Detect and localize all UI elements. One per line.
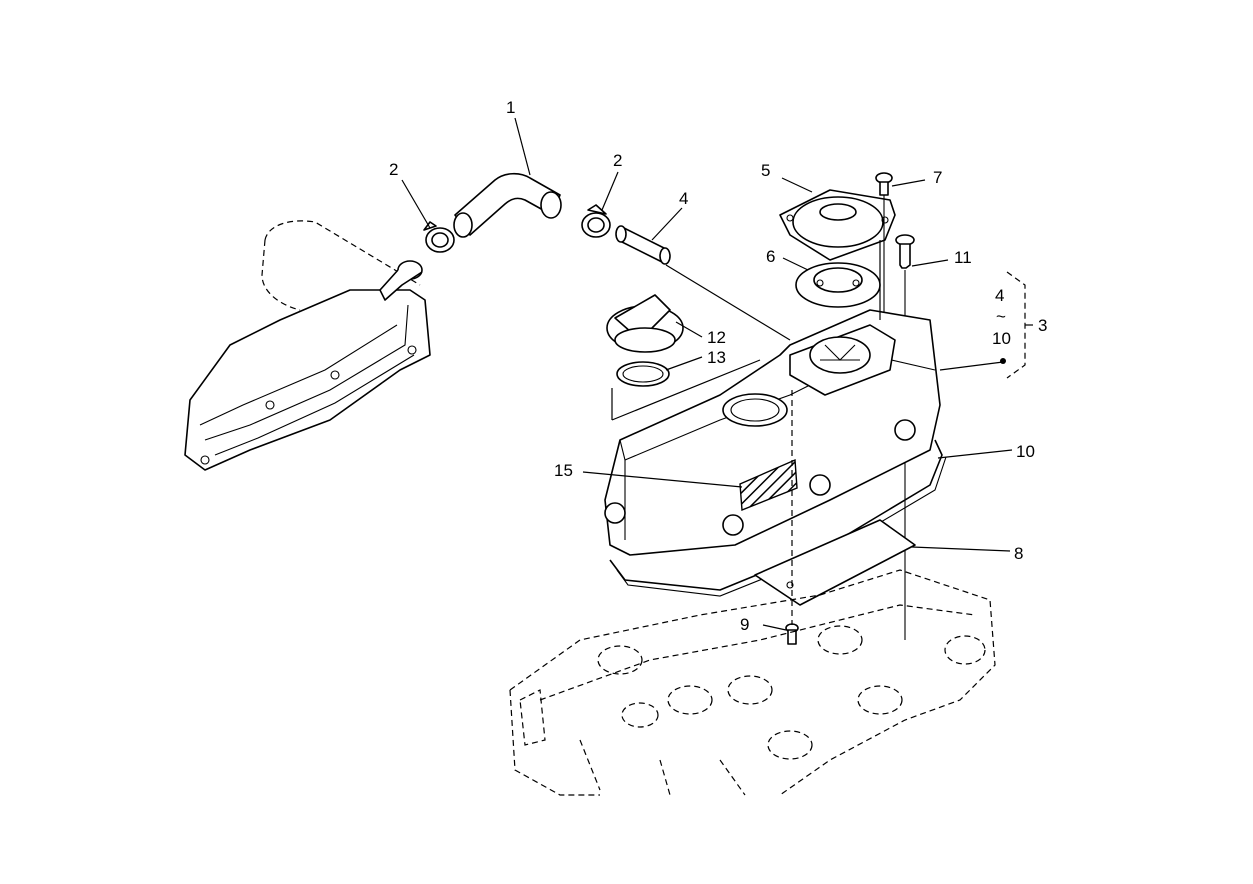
callout-1: 1 [506, 98, 515, 117]
callout-13: 13 [707, 348, 726, 367]
oil-filler-cap [606, 294, 684, 353]
screw-7 [875, 172, 893, 320]
range-tilde-label: ~ [996, 307, 1006, 326]
o-ring [616, 361, 670, 387]
cylinder-head [509, 569, 996, 796]
callout-5: 5 [761, 161, 770, 180]
breather-pipe [615, 225, 671, 265]
bullet-dot [1000, 358, 1006, 364]
breather-diaphragm [795, 262, 881, 308]
hose-clamp-right [581, 204, 611, 238]
leader-lines [401, 117, 1013, 631]
cylinder-head-cover [604, 309, 941, 556]
breather-hose [453, 172, 562, 238]
hose-clamp-left [423, 221, 455, 253]
callout-11: 11 [954, 248, 972, 267]
callout-4: 4 [679, 189, 688, 208]
breather-cover [779, 189, 896, 261]
callout-8: 8 [1014, 544, 1023, 563]
baffle-plate [754, 519, 916, 606]
callout-6: 6 [766, 247, 775, 266]
callout-15: 15 [554, 461, 573, 480]
callout-labels: 1 2 2 4 5 6 7 11 12 13 15 10 8 9 4 ~ 10 … [389, 98, 1047, 634]
callout-2-left: 2 [389, 160, 398, 179]
range-bracket [1000, 271, 1033, 379]
callout-3: 3 [1038, 316, 1047, 335]
callout-2-right: 2 [613, 151, 622, 170]
intake-manifold [184, 220, 431, 471]
callout-12: 12 [707, 328, 726, 347]
range-to-label: 10 [992, 329, 1011, 348]
callout-7: 7 [933, 168, 942, 187]
callout-9: 9 [740, 615, 749, 634]
range-from-label: 4 [995, 286, 1004, 305]
callout-10: 10 [1016, 442, 1035, 461]
